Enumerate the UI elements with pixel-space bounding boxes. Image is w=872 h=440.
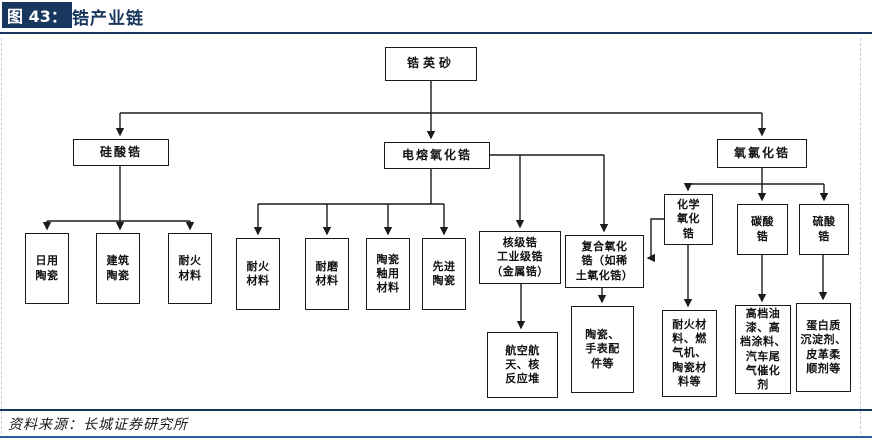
node-label: 复合氧化 锆（如稀 土氧化锆） xyxy=(575,240,634,282)
node-label: 日用 陶瓷 xyxy=(35,254,59,282)
source-note: 资料来源：长城证券研究所 xyxy=(8,417,188,433)
bottom-rule xyxy=(0,436,872,438)
node-refractory-materials-silicate: 耐火 材料 xyxy=(168,233,212,304)
node-wear-resistant-materials: 耐磨 材料 xyxy=(305,238,349,310)
node-label: 耐磨 材料 xyxy=(315,259,339,287)
node-refractory-materials-fused: 耐火 材料 xyxy=(236,238,280,310)
node-label: 碳酸 锆 xyxy=(751,215,774,243)
node-label: 锆英砂 xyxy=(406,56,455,71)
node-label: 高档油 漆、高 档涂料、 汽车尾 气催化 剂 xyxy=(740,307,786,391)
header-rule xyxy=(0,32,872,34)
node-label: 硅酸锆 xyxy=(99,144,142,159)
node-label: 先进 陶瓷 xyxy=(432,259,456,287)
node-label: 建筑 陶瓷 xyxy=(106,254,130,282)
figure-title: 锆产业链 xyxy=(72,9,144,29)
figure-header: 图 43： 锆产业链 xyxy=(0,0,872,34)
node-label: 蛋白质 沉淀剂、 皮革柔 顺剂等 xyxy=(800,319,847,375)
node-label: 耐火 材料 xyxy=(246,259,270,287)
node-zirconium-silicate: 硅酸锆 xyxy=(73,139,169,166)
node-zirconium-sulfate: 硫酸 锆 xyxy=(799,204,849,255)
node-fused-zirconia: 电熔氧化锆 xyxy=(384,142,490,169)
node-chemical-zirconia: 化学 氧化 锆 xyxy=(664,194,713,245)
node-advanced-ceramics: 先进 陶瓷 xyxy=(422,238,466,310)
node-nuclear-industrial-zirconium: 核级锆 工业级锆 （金属锆） xyxy=(479,231,561,284)
node-protein-leather-agents: 蛋白质 沉淀剂、 皮革柔 顺剂等 xyxy=(796,303,851,392)
node-label: 氧氯化锆 xyxy=(733,145,790,160)
node-label: 耐火材 料、燃 气机、 陶瓷材 料等 xyxy=(672,318,707,388)
node-daily-ceramics: 日用 陶瓷 xyxy=(25,233,69,304)
node-paint-coating-catalyst: 高档油 漆、高 档涂料、 汽车尾 气催化 剂 xyxy=(735,305,791,394)
node-label: 陶瓷 釉用 材料 xyxy=(376,252,400,295)
footer-rule xyxy=(0,409,872,411)
node-building-ceramics: 建筑 陶瓷 xyxy=(96,233,140,304)
left-dashed-border xyxy=(1,38,2,434)
node-label: 耐火 材料 xyxy=(178,254,202,282)
figure-number-badge: 图 43： xyxy=(2,2,72,28)
node-refractory-gas-turbine-ceramic: 耐火材 料、燃 气机、 陶瓷材 料等 xyxy=(662,310,717,397)
right-dashed-border xyxy=(860,38,861,434)
node-ceramic-glaze-materials: 陶瓷 釉用 材料 xyxy=(366,238,410,310)
node-zirconium-carbonate: 碳酸 锆 xyxy=(737,204,788,255)
node-label: 航空航 天、核 反应堆 xyxy=(505,343,540,386)
node-label: 化学 氧化 锆 xyxy=(677,198,700,240)
figure-number-label: 图 43： xyxy=(7,7,67,26)
node-zircon-sand: 锆英砂 xyxy=(385,47,477,81)
node-label: 硫酸 锆 xyxy=(812,215,836,243)
node-label: 陶瓷、 手表配 件等 xyxy=(585,328,620,370)
node-ceramics-watch-parts: 陶瓷、 手表配 件等 xyxy=(571,306,634,393)
node-zirconium-oxychloride: 氧氯化锆 xyxy=(717,139,807,168)
node-aerospace-nuclear-reactor: 航空航 天、核 反应堆 xyxy=(487,332,558,398)
node-label: 核级锆 工业级锆 （金属锆） xyxy=(491,236,549,278)
node-label: 电熔氧化锆 xyxy=(401,147,472,162)
node-composite-zirconia: 复合氧化 锆（如稀 土氧化锆） xyxy=(565,235,644,288)
